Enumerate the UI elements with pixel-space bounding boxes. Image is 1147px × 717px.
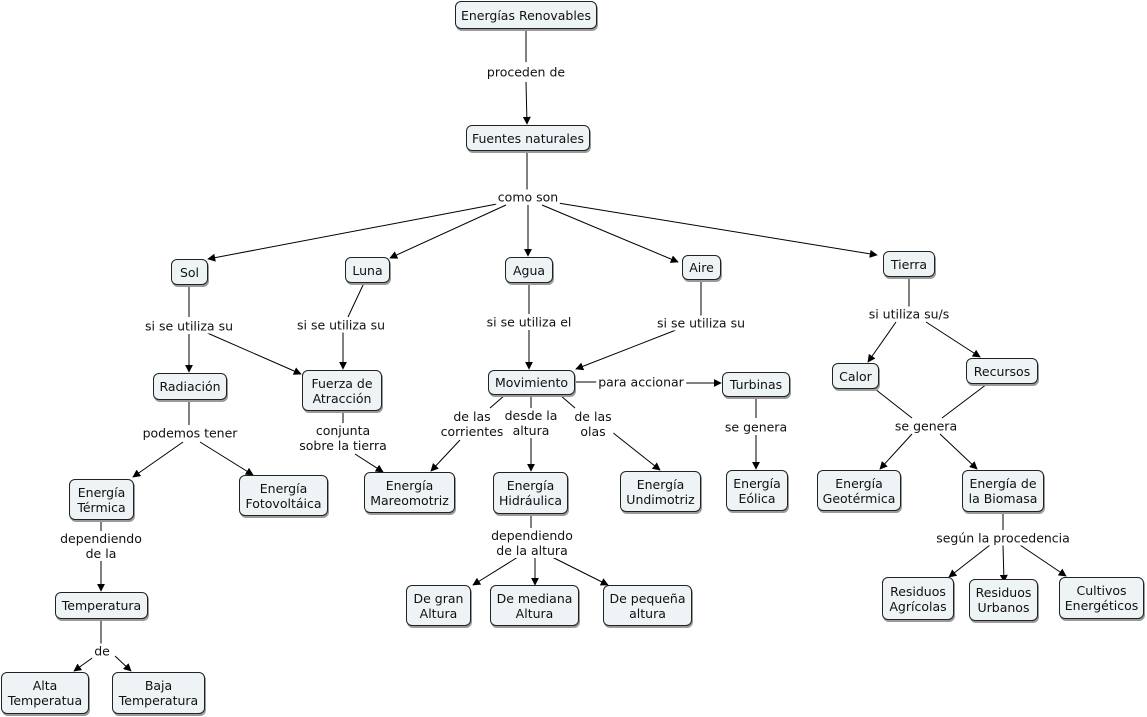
node-fuentes-naturales[interactable]: Fuentes naturales bbox=[466, 125, 590, 151]
node-luna[interactable]: Luna bbox=[345, 257, 390, 283]
link-de: de bbox=[92, 643, 112, 659]
node-agua[interactable]: Agua bbox=[505, 257, 553, 283]
link-corrientes: de las corrientes bbox=[438, 409, 506, 439]
node-energias-renovables[interactable]: Energías Renovables bbox=[455, 1, 597, 29]
node-sol[interactable]: Sol bbox=[171, 259, 208, 285]
node-turbinas[interactable]: Turbinas bbox=[722, 372, 790, 397]
link-como-son: como son bbox=[495, 189, 561, 205]
link-desde-altura: desde la altura bbox=[502, 408, 560, 438]
link-podemos-tener: podemos tener bbox=[140, 425, 240, 441]
node-de-mediana-altura[interactable]: De mediana Altura bbox=[490, 585, 579, 626]
node-de-gran-altura[interactable]: De gran Altura bbox=[406, 585, 471, 626]
node-radiacion[interactable]: Radiación bbox=[153, 373, 227, 400]
node-alta-temperatura[interactable]: Alta Temperatua bbox=[1, 672, 89, 714]
link-agua-utiliza: si se utiliza el bbox=[484, 314, 574, 330]
node-baja-temperatura[interactable]: Baja Temperatura bbox=[112, 672, 205, 714]
node-energia-termica[interactable]: Energía Térmica bbox=[69, 479, 134, 520]
node-movimiento[interactable]: Movimiento bbox=[488, 370, 575, 395]
link-luna-utiliza: si se utiliza su bbox=[294, 317, 388, 333]
link-turbinas-genera: se genera bbox=[722, 419, 790, 435]
link-segun-procedencia: según la procedencia bbox=[934, 530, 1072, 546]
link-dependiendo-de-la: dependiendo de la bbox=[58, 531, 144, 561]
node-energia-fotovoltaica[interactable]: Energía Fotovoltáica bbox=[239, 475, 328, 516]
link-olas: de las olas bbox=[572, 409, 614, 439]
node-energia-undimotriz[interactable]: Energía Undimotriz bbox=[620, 471, 701, 512]
node-energia-geotermica[interactable]: Energía Geotérmica bbox=[817, 470, 901, 511]
node-tierra[interactable]: Tierra bbox=[883, 251, 935, 277]
link-conjunta: conjunta sobre la tierra bbox=[297, 423, 389, 453]
node-de-pequena-altura[interactable]: De pequeña altura bbox=[603, 585, 692, 626]
link-tierra-genera: se genera bbox=[892, 418, 960, 434]
link-aire-utiliza: si se utiliza su bbox=[654, 315, 748, 331]
node-energia-biomasa[interactable]: Energía de la Biomasa bbox=[962, 470, 1044, 512]
node-recursos[interactable]: Recursos bbox=[966, 358, 1038, 384]
link-sol-utiliza: si se utiliza su bbox=[142, 318, 236, 334]
node-temperatura[interactable]: Temperatura bbox=[55, 592, 148, 619]
node-cultivos-energeticos[interactable]: Cultivos Energéticos bbox=[1059, 577, 1144, 619]
node-fuerza-atraccion[interactable]: Fuerza de Atracción bbox=[302, 370, 382, 411]
link-proceden-de: proceden de bbox=[484, 64, 568, 80]
link-dependiendo-altura: dependiendo de la altura bbox=[489, 528, 575, 558]
node-energia-hidraulica[interactable]: Energía Hidráulica bbox=[493, 472, 568, 514]
node-residuos-agricolas[interactable]: Residuos Agrícolas bbox=[882, 577, 954, 620]
node-calor[interactable]: Calor bbox=[832, 363, 879, 389]
node-residuos-urbanos[interactable]: Residuos Urbanos bbox=[969, 579, 1038, 621]
node-aire[interactable]: Aire bbox=[682, 255, 721, 280]
link-para-accionar: para accionar bbox=[596, 374, 686, 390]
node-energia-mareomotriz[interactable]: Energía Mareomotriz bbox=[364, 472, 455, 513]
link-tierra-utiliza: si utiliza su/s bbox=[866, 306, 952, 322]
node-energia-eolica[interactable]: Energía Eólica bbox=[726, 470, 788, 511]
